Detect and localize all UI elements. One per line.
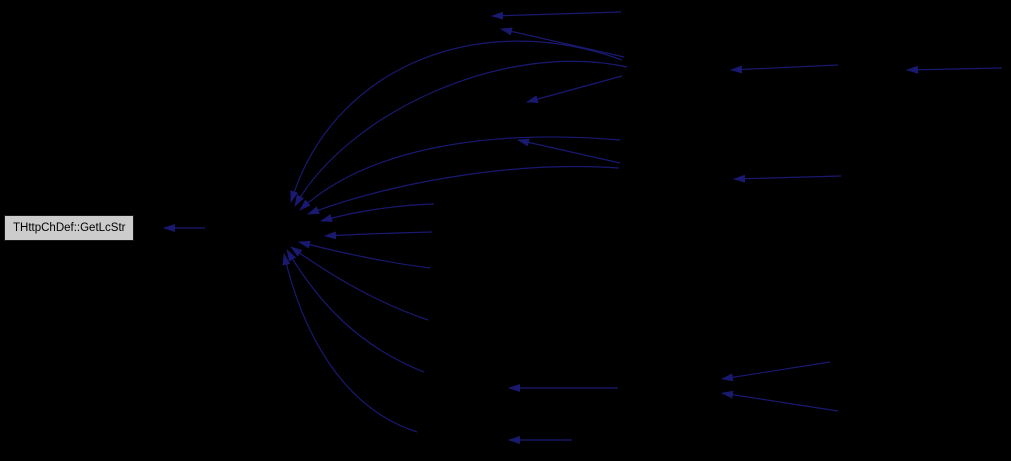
graph-edge: [286, 249, 425, 373]
graph-edge: [906, 65, 1003, 74]
graph-edge: [294, 60, 628, 207]
graph-edge: [526, 75, 623, 103]
graph-edge: [298, 240, 431, 269]
graph-node-gethttpchdef-getlcstr: THttpChDef::GetLcStr: [4, 215, 135, 241]
graph-edge: [290, 246, 429, 321]
graph-edge: [307, 165, 620, 215]
graph-edge: [320, 203, 435, 222]
graph-edge: [721, 361, 831, 382]
graph-edge: [730, 64, 839, 74]
graph-edge: [299, 136, 621, 211]
graph-edge: [500, 27, 625, 58]
graph-edge: [324, 231, 433, 240]
graph-edge: [721, 390, 839, 412]
graph-edge: [491, 11, 622, 20]
graph-edge: [290, 40, 623, 203]
graph-edge: [282, 253, 418, 433]
graph-edge: [733, 174, 842, 183]
graph-edge: [517, 138, 621, 164]
